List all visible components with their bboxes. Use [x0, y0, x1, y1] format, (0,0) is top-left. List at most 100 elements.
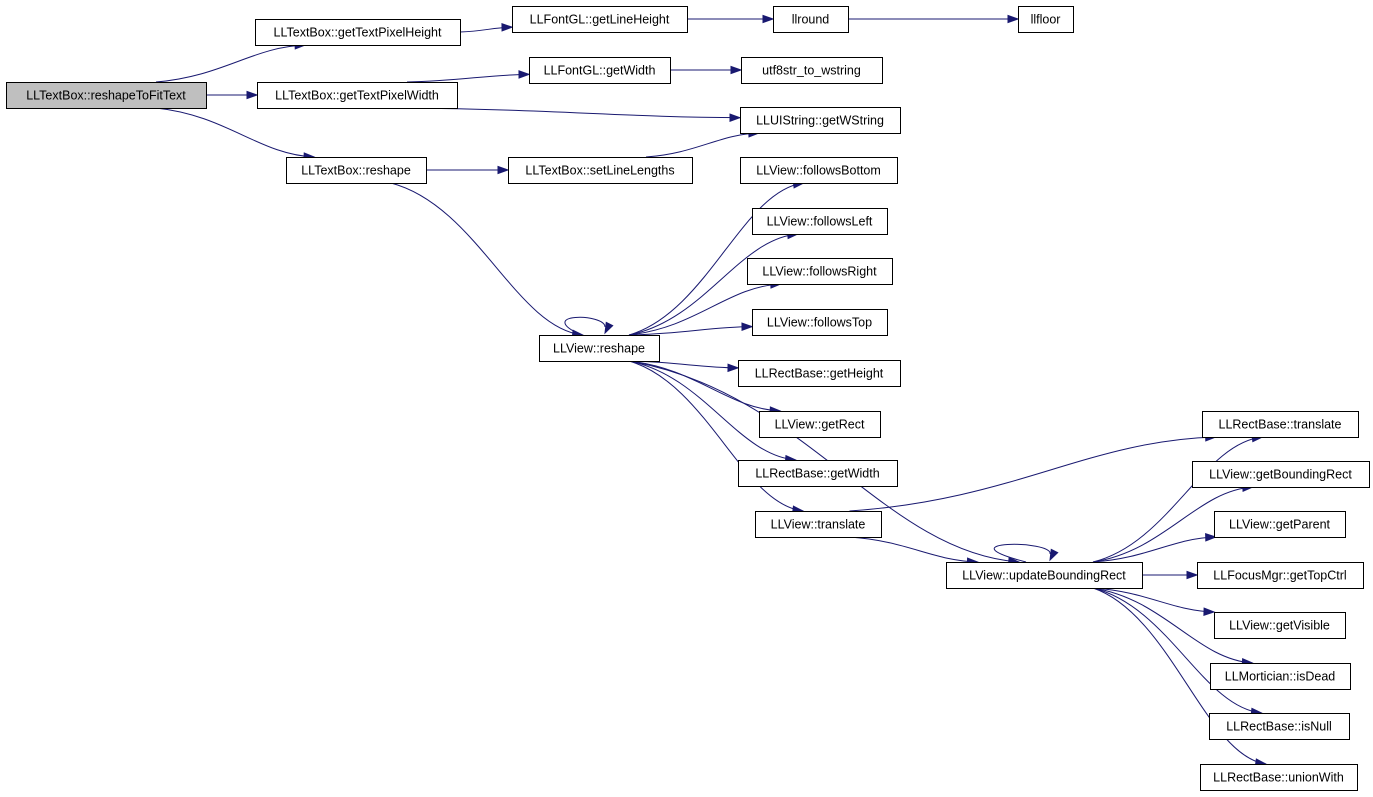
- node-getParent[interactable]: LLView::getParent: [1214, 511, 1346, 538]
- call-nodes: LLTextBox::reshapeToFitText LLTextBox::ge…: [6, 6, 1370, 791]
- node-label: LLTextBox::getTextPixelHeight: [274, 26, 442, 40]
- node-getTopCtrl[interactable]: LLFocusMgr::getTopCtrl: [1197, 562, 1364, 589]
- node-label: LLView::getVisible: [1229, 619, 1330, 633]
- node-box: [1192, 461, 1370, 488]
- node-box: [741, 57, 883, 84]
- node-updateBoundingRect[interactable]: LLView::updateBoundingRect: [946, 562, 1143, 589]
- edge-viewReshape-to-viewReshape-arrowhead: [604, 321, 614, 335]
- node-box: [286, 157, 427, 184]
- node-rectGetWidth[interactable]: LLRectBase::getWidth: [738, 460, 898, 487]
- edge-updateBoundingRect-to-unionWith: [1092, 587, 1266, 765]
- edge-viewReshape-to-followsTop-arrowhead: [741, 322, 754, 332]
- node-followsLeft[interactable]: LLView::followsLeft: [752, 208, 888, 235]
- node-tbReshape[interactable]: LLTextBox::reshape: [286, 157, 427, 184]
- node-label: LLView::reshape: [553, 342, 645, 356]
- node-box: [752, 208, 888, 235]
- edge-updateBoundingRect-to-getVisible: [1092, 587, 1215, 613]
- node-unionWith[interactable]: LLRectBase::unionWith: [1200, 764, 1358, 791]
- edge-updateBoundingRect-to-rectTranslate: [1092, 436, 1263, 563]
- node-getTextPixelWidth[interactable]: LLTextBox::getTextPixelWidth: [257, 82, 458, 109]
- edge-updateBoundingRect-to-getVisible-arrowhead: [1203, 607, 1216, 617]
- edge-viewReshape-to-followsRight: [628, 283, 781, 336]
- node-rectTranslate[interactable]: LLRectBase::translate: [1202, 411, 1359, 438]
- node-box: [946, 562, 1143, 589]
- node-fontGetWidth[interactable]: LLFontGL::getWidth: [529, 57, 671, 84]
- node-label: LLTextBox::getTextPixelWidth: [275, 89, 439, 103]
- node-getWString[interactable]: LLUIString::getWString: [740, 107, 901, 134]
- edge-fontGetWidth-to-utf8str-arrowhead: [730, 65, 743, 75]
- edge-viewReshape-to-followsLeft: [628, 233, 798, 336]
- edge-reshapeToFitText-to-getTextPixelWidth-arrowhead: [246, 90, 259, 100]
- node-box: [1209, 713, 1350, 740]
- node-getVisible[interactable]: LLView::getVisible: [1214, 612, 1346, 639]
- node-label: LLView::followsLeft: [767, 215, 873, 229]
- edge-viewReshape-to-rectGetHeight-arrowhead: [727, 363, 740, 373]
- node-box: [257, 82, 458, 109]
- node-getTextPixelHeight[interactable]: LLTextBox::getTextPixelHeight: [255, 19, 461, 46]
- node-followsRight[interactable]: LLView::followsRight: [747, 258, 893, 285]
- node-llround[interactable]: llround: [773, 6, 849, 33]
- node-getRect[interactable]: LLView::getRect: [759, 411, 881, 438]
- node-reshapeToFitText[interactable]: LLTextBox::reshapeToFitText: [6, 82, 207, 109]
- node-label: LLUIString::getWString: [756, 114, 884, 128]
- node-label: LLView::getRect: [775, 418, 865, 432]
- node-utf8str[interactable]: utf8str_to_wstring: [741, 57, 883, 84]
- node-box: [1214, 612, 1346, 639]
- edge-llround-to-llfloor-arrowhead: [1007, 14, 1020, 24]
- node-label: LLView::getParent: [1229, 518, 1331, 532]
- edge-updateBoundingRect-to-isDead: [1092, 587, 1253, 664]
- edge-reshapeToFitText-to-getTextPixelHeight: [155, 44, 306, 83]
- edge-getTextPixelWidth-to-getWString-arrowhead: [729, 113, 742, 122]
- edge-updateBoundingRect-to-getParent: [1092, 536, 1216, 563]
- edge-viewReshape-to-getRect: [628, 360, 781, 412]
- edge-getTextPixelWidth-to-getWString: [406, 107, 741, 119]
- node-getLineHeight[interactable]: LLFontGL::getLineHeight: [512, 6, 688, 33]
- node-viewReshape[interactable]: LLView::reshape: [539, 335, 660, 362]
- node-followsTop[interactable]: LLView::followsTop: [752, 309, 888, 336]
- edge-tbReshape-to-setLineLengths-arrowhead: [497, 165, 510, 175]
- node-label: LLTextBox::reshapeToFitText: [26, 89, 186, 103]
- node-isDead[interactable]: LLMortician::isDead: [1210, 663, 1351, 690]
- edge-updateBoundingRect-to-updateBoundingRect: [993, 543, 1051, 563]
- edge-viewTranslate-to-rectTranslate: [849, 436, 1216, 512]
- edge-updateBoundingRect-to-updateBoundingRect-arrowhead: [1049, 548, 1059, 562]
- node-box: [747, 258, 893, 285]
- node-label: LLView::followsTop: [767, 316, 872, 330]
- edge-getTextPixelHeight-to-getLineHeight-arrowhead: [501, 22, 514, 32]
- node-box: [1197, 562, 1364, 589]
- edge-viewReshape-to-rectGetWidth: [628, 360, 796, 461]
- node-box: [255, 19, 461, 46]
- node-label: LLFontGL::getWidth: [544, 64, 656, 78]
- node-llfloor[interactable]: llfloor: [1018, 6, 1074, 33]
- edge-updateBoundingRect-to-getTopCtrl-arrowhead: [1186, 570, 1199, 580]
- node-label: LLView::followsRight: [762, 265, 877, 279]
- node-rectGetHeight[interactable]: LLRectBase::getHeight: [738, 360, 901, 387]
- node-label: LLMortician::isDead: [1225, 670, 1336, 684]
- node-label: LLView::translate: [771, 518, 866, 532]
- node-label: LLRectBase::getWidth: [755, 467, 879, 481]
- node-viewTranslate[interactable]: LLView::translate: [755, 511, 882, 538]
- node-label: LLFocusMgr::getTopCtrl: [1213, 569, 1346, 583]
- node-label: LLRectBase::unionWith: [1213, 771, 1344, 785]
- edge-getTextPixelWidth-to-fontGetWidth: [406, 73, 530, 83]
- node-box: [740, 107, 901, 134]
- call-edges: [155, 14, 1268, 767]
- edge-getLineHeight-to-llround-arrowhead: [762, 14, 775, 24]
- node-box: [512, 6, 688, 33]
- edge-viewReshape-to-viewTranslate: [628, 360, 803, 512]
- node-label: LLRectBase::translate: [1219, 418, 1342, 432]
- node-isNull[interactable]: LLRectBase::isNull: [1209, 713, 1350, 740]
- node-box: [755, 511, 882, 538]
- node-box: [1202, 411, 1359, 438]
- node-box: [752, 309, 888, 336]
- node-label: LLTextBox::reshape: [301, 164, 411, 178]
- node-label: llfloor: [1031, 13, 1061, 27]
- edge-viewTranslate-to-updateBoundingRect: [849, 536, 978, 563]
- node-setLineLengths[interactable]: LLTextBox::setLineLengths: [508, 157, 693, 184]
- node-box: [529, 57, 671, 84]
- edge-reshapeToFitText-to-tbReshape: [155, 107, 315, 158]
- node-getBoundingRect[interactable]: LLView::getBoundingRect: [1192, 461, 1370, 488]
- node-label: LLView::updateBoundingRect: [962, 569, 1126, 583]
- node-followsBottom[interactable]: LLView::followsBottom: [740, 157, 898, 184]
